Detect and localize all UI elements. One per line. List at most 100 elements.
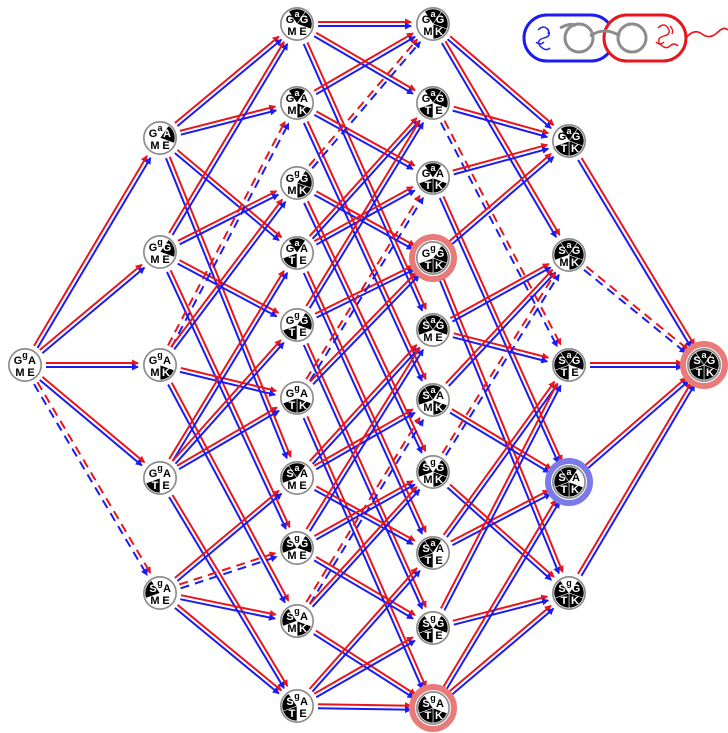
red-transition-arrow: [171, 339, 282, 462]
red-transition-arrow: [171, 494, 289, 687]
blue-transition-arrow: [39, 379, 143, 467]
residue-label-sup: g: [157, 578, 163, 588]
red-highlight-ring: [409, 234, 457, 282]
blue-transition-arrow: [446, 383, 559, 538]
residue-label-sup: a: [294, 238, 300, 248]
red-transition-arrow: [170, 382, 290, 602]
residue-label-sup: g: [430, 613, 436, 623]
residue-label-tl: G: [558, 131, 567, 143]
residue-label-bl: T: [425, 710, 432, 722]
red-transition-arrow: [177, 190, 278, 242]
red-transition-arrow: [449, 35, 555, 126]
residue-label-sup: a: [157, 123, 163, 133]
blue-transition-arrow: [453, 146, 550, 176]
blue-highlight-ring: [545, 458, 593, 506]
residue-label-bl: M: [150, 367, 159, 379]
residue-label-bl: T: [425, 180, 432, 192]
residue-label-tl: S: [422, 543, 429, 555]
residue-label-tr: G: [163, 242, 172, 254]
residue-label-br: K: [299, 400, 307, 412]
red-transition-arrow: [308, 567, 418, 690]
blue-transition-arrow: [311, 119, 421, 240]
residue-label-br: K: [571, 257, 579, 269]
residue-label-sup: a: [566, 350, 572, 360]
red-transition-arrow: [313, 636, 414, 695]
residue-label-tl: G: [286, 315, 295, 327]
residue-label-sup: a: [430, 538, 436, 548]
residue-label-sup: a: [430, 385, 436, 395]
residue-label-bl: M: [150, 595, 159, 607]
blue-transition-arrow: [41, 266, 146, 354]
blue-transition-arrow: [311, 41, 421, 169]
blue-transition-arrow: [170, 122, 290, 348]
blue-transition-arrow: [583, 269, 687, 354]
residue-label-tr: G: [300, 173, 309, 185]
residue-label-tl: G: [286, 14, 295, 26]
residue-label-sup: g: [294, 383, 300, 393]
residue-label-br: E: [27, 367, 34, 379]
residue-label-tl: G: [14, 355, 23, 367]
blue-transition-arrow: [316, 268, 415, 319]
residue-label-br: K: [299, 105, 307, 117]
blue-transition-arrow: [452, 109, 549, 139]
residue-label-bl: T: [289, 327, 296, 339]
residue-label-tl: G: [422, 248, 431, 260]
residue-label-sup: a: [701, 350, 707, 360]
residue-label-tl: G: [286, 243, 295, 255]
red-transition-arrow: [306, 342, 427, 609]
red-transition-arrow: [452, 143, 549, 172]
red-transition-arrow: [315, 556, 416, 616]
blue-transition-arrow: [179, 370, 277, 397]
residue-label-br: K: [299, 185, 307, 197]
red-transition-arrow: [440, 382, 558, 609]
red-transition-arrow: [314, 265, 414, 315]
blue-transition-arrow: [165, 157, 288, 460]
red-transition-arrow: [315, 629, 417, 696]
blue-transition-arrow: [36, 157, 152, 349]
residue-label-br: E: [571, 367, 578, 379]
residue-label-br: E: [435, 630, 442, 642]
residue-label-tr: A: [300, 243, 308, 255]
residue-label-tl: G: [149, 355, 158, 367]
blue-transition-arrow: [453, 598, 550, 626]
red-highlight-ring: [409, 684, 457, 732]
residue-label-sup: a: [430, 9, 436, 19]
red-transition-arrow: [306, 200, 427, 453]
residue-label-br: E: [299, 550, 306, 562]
blue-transition-arrow: [174, 607, 280, 695]
residue-label-sup: g: [294, 533, 300, 543]
blue-transition-arrow: [446, 38, 552, 129]
residue-label-bl: T: [561, 595, 568, 607]
residue-label-sup: g: [430, 693, 436, 703]
residue-label-tr: A: [300, 468, 308, 480]
residue-label-bl: M: [287, 26, 296, 38]
blue-transition-arrow: [451, 266, 552, 323]
residue-label-bl: M: [150, 140, 159, 152]
red-protein-icon: [655, 24, 728, 49]
blue-protein-icon: [535, 26, 551, 51]
residue-label-bl: T: [425, 555, 432, 567]
residue-label-bl: T: [425, 105, 432, 117]
red-transition-arrow: [313, 32, 414, 92]
residue-label-br: E: [299, 480, 306, 492]
red-transition-arrow: [309, 271, 417, 383]
red-transition-arrow: [33, 155, 148, 347]
red-transition-arrow: [442, 380, 556, 536]
red-transition-arrow: [453, 105, 550, 135]
residue-label-tr: G: [300, 14, 309, 26]
residue-label-bl: T: [152, 480, 159, 492]
residue-label-tr: G: [436, 93, 445, 105]
residue-label-tl: G: [149, 468, 158, 480]
red-transition-arrow: [444, 40, 561, 236]
residue-label-bl: M: [287, 480, 296, 492]
